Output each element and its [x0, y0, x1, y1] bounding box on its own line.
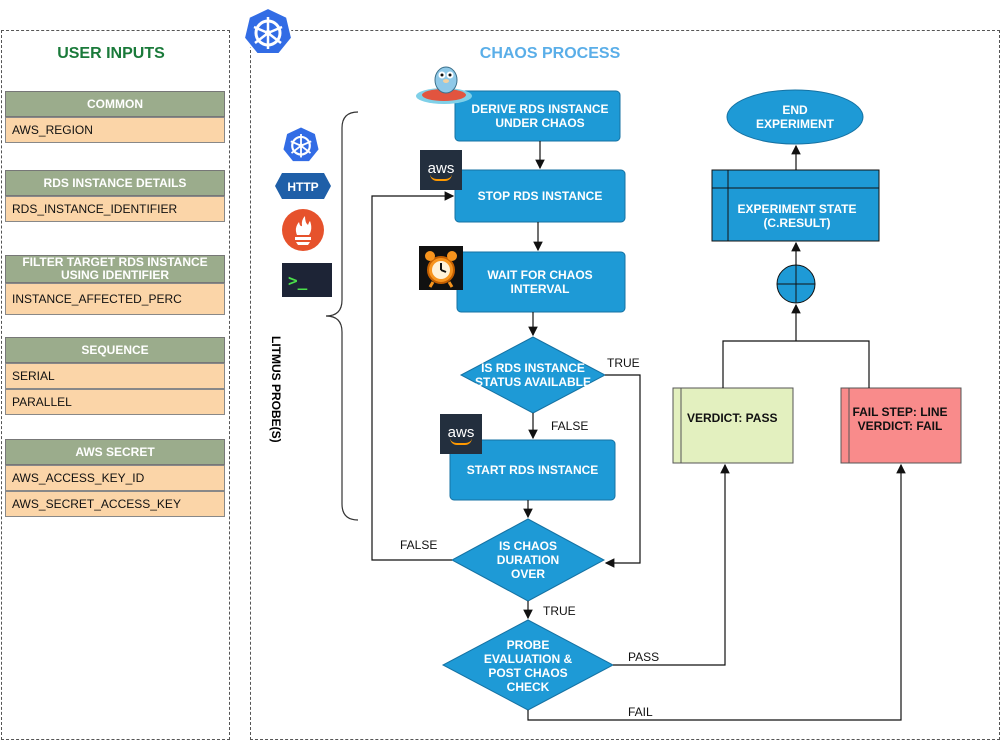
- verdict-fail-box: [840, 387, 962, 464]
- probe-bracket: [325, 111, 359, 521]
- derive-step-label: DERIVE RDS INSTANCE UNDER CHAOS: [471, 102, 609, 130]
- chaos-process-panel: [250, 30, 1000, 740]
- terminal-icon: >_: [282, 263, 332, 297]
- input-row-aws-region: AWS_REGION: [5, 117, 225, 143]
- group-header-common: COMMON: [5, 91, 225, 117]
- group-header-sequence: SEQUENCE: [5, 337, 225, 363]
- experiment-state-label: EXPERIMENT STATE (C.RESULT): [737, 202, 857, 230]
- verdict-pass-label: VERDICT: PASS: [687, 411, 778, 425]
- http-icon-label: HTTP: [287, 180, 318, 194]
- verdict-pass-box: [672, 387, 794, 464]
- end-ellipse: [726, 89, 864, 145]
- gopher-mascot-icon: [416, 66, 472, 104]
- start-step-label: START RDS INSTANCE: [466, 463, 599, 477]
- aws-icon: aws: [440, 414, 482, 454]
- kubernetes-icon: [283, 127, 319, 162]
- input-row-parallel: PARALLEL: [5, 389, 225, 415]
- group-header-rds-instance-details: RDS INSTANCE DETAILS: [5, 170, 225, 196]
- kubernetes-icon: [242, 6, 294, 55]
- litmus-probe-label: LITMUS PROBE(S): [269, 336, 283, 443]
- edge-true-duration: TRUE: [543, 604, 576, 618]
- group-header-aws-secret: AWS SECRET: [5, 439, 225, 465]
- aws-icon-label: aws: [447, 423, 475, 441]
- input-row-aws-secret-access-key: AWS_SECRET_ACCESS_KEY: [5, 491, 225, 517]
- terminal-icon-label: >_: [288, 270, 308, 290]
- input-row-instance-affected-perc: INSTANCE_AFFECTED_PERC: [5, 283, 225, 315]
- user-inputs-panel: [1, 30, 230, 740]
- edge-pass: PASS: [628, 650, 660, 664]
- aws-icon-label: aws: [427, 159, 455, 177]
- aws-icon: aws: [420, 150, 462, 190]
- edge-true-available: TRUE: [607, 356, 640, 370]
- user-inputs-title: USER INPUTS: [57, 45, 165, 62]
- stop-box: [454, 169, 626, 223]
- edge-false-available: FALSE: [551, 419, 589, 433]
- edge-fail: FAIL: [628, 705, 653, 719]
- input-row-serial: SERIAL: [5, 363, 225, 389]
- alarm-clock-icon: [419, 246, 463, 290]
- derive-box: [454, 90, 621, 142]
- is-duration-over-label: IS CHAOS DURATION OVER: [496, 539, 560, 581]
- probe-eval-label: PROBE EVALUATION & POST CHAOS CHECK: [483, 638, 573, 694]
- input-row-aws-access-key-id: AWS_ACCESS_KEY_ID: [5, 465, 225, 491]
- prometheus-icon: [282, 209, 324, 251]
- input-row-rds-instance-identifier: RDS_INSTANCE_IDENTIFIER: [5, 196, 225, 222]
- start-box: [449, 439, 616, 501]
- group-header-filter-target: FILTER TARGET RDS INSTANCE USING IDENTIF…: [5, 255, 225, 283]
- end-experiment-label: END EXPERIMENT: [755, 103, 834, 131]
- stop-step-label: STOP RDS INSTANCE: [477, 189, 603, 203]
- edge-false-duration: FALSE: [400, 538, 438, 552]
- is-available-label: IS RDS INSTANCE STATUS AVAILABLE: [475, 361, 591, 389]
- wait-step-label: WAIT FOR CHAOS INTERVAL: [487, 268, 593, 296]
- http-icon: HTTP: [275, 173, 331, 199]
- verdict-fail-label: FAIL STEP: LINE VERDICT: FAIL: [852, 405, 948, 433]
- chaos-process-title: CHAOS PROCESS: [479, 45, 621, 62]
